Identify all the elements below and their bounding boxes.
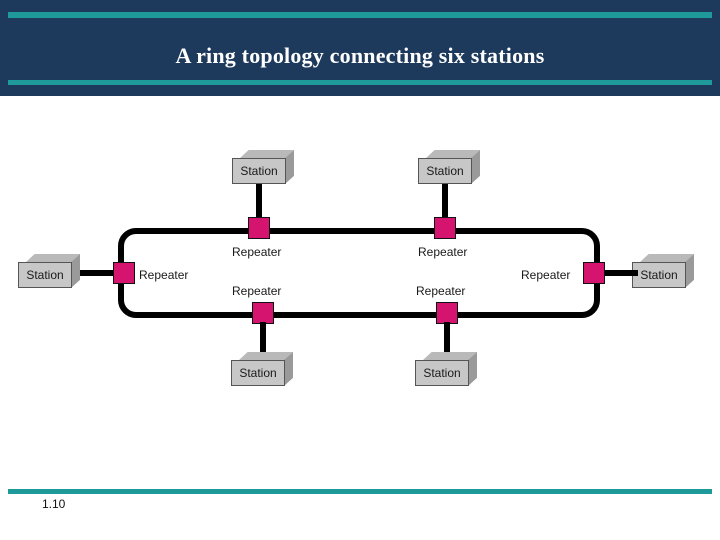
repeater-top-right-label: Repeater [418,245,468,259]
station-bottom-left: Station [231,352,293,386]
station-top-face [26,254,80,262]
station-left: Station [18,254,80,288]
station-top-right: Station [418,150,480,184]
station-front-face [232,158,286,184]
station-top-face [423,352,477,360]
repeater-bottom-left-box[interactable] [252,302,274,324]
station-front-face [231,360,285,386]
station-top-face [640,254,694,262]
station-side-face [468,352,477,386]
station-front-face [415,360,469,386]
repeater-bottom-left-label: Repeater [232,284,282,298]
repeater-bottom-right-label: Repeater [416,284,466,298]
link-station-top-left [256,184,262,220]
station-label: Station [240,164,278,178]
station-front-face [18,262,72,288]
station-side-face [471,150,480,184]
station-side-face [71,254,80,288]
repeater-left-box[interactable] [113,262,135,284]
footer-divider [8,489,712,494]
station-label: Station [423,366,461,380]
station-right: Station [632,254,694,288]
station-label: Station [239,366,277,380]
station-side-face [285,150,294,184]
station-top-face [426,150,480,158]
link-station-left [80,270,116,276]
slide-number: 1.10 [42,497,66,511]
station-label: Station [426,164,464,178]
header-bottom-divider [8,80,712,85]
page-title: A ring topology connecting six stations [175,43,545,68]
station-top-left: Station [232,150,294,184]
station-top-face [240,150,294,158]
slide-header: A ring topology connecting six stations [0,0,720,96]
header-top-divider [8,12,712,18]
repeater-top-left-box[interactable] [248,217,270,239]
station-side-face [284,352,293,386]
repeater-right-label: Repeater [521,268,571,282]
station-label: Station [640,268,678,282]
repeater-right-box[interactable] [583,262,605,284]
station-bottom-right: Station [415,352,477,386]
link-station-right [604,270,638,276]
repeater-top-right-box[interactable] [434,217,456,239]
link-station-bottom-left [260,322,266,356]
station-top-face [239,352,293,360]
station-label: Station [26,268,64,282]
repeater-bottom-right-box[interactable] [436,302,458,324]
station-side-face [685,254,694,288]
repeater-top-left-label: Repeater [232,245,282,259]
link-station-top-right [442,184,448,220]
station-front-face [418,158,472,184]
ring-topology-diagram: Station Repeater Station Repeater Statio… [0,100,720,485]
station-front-face [632,262,686,288]
repeater-left-label: Repeater [139,268,189,282]
link-station-bottom-right [444,322,450,356]
